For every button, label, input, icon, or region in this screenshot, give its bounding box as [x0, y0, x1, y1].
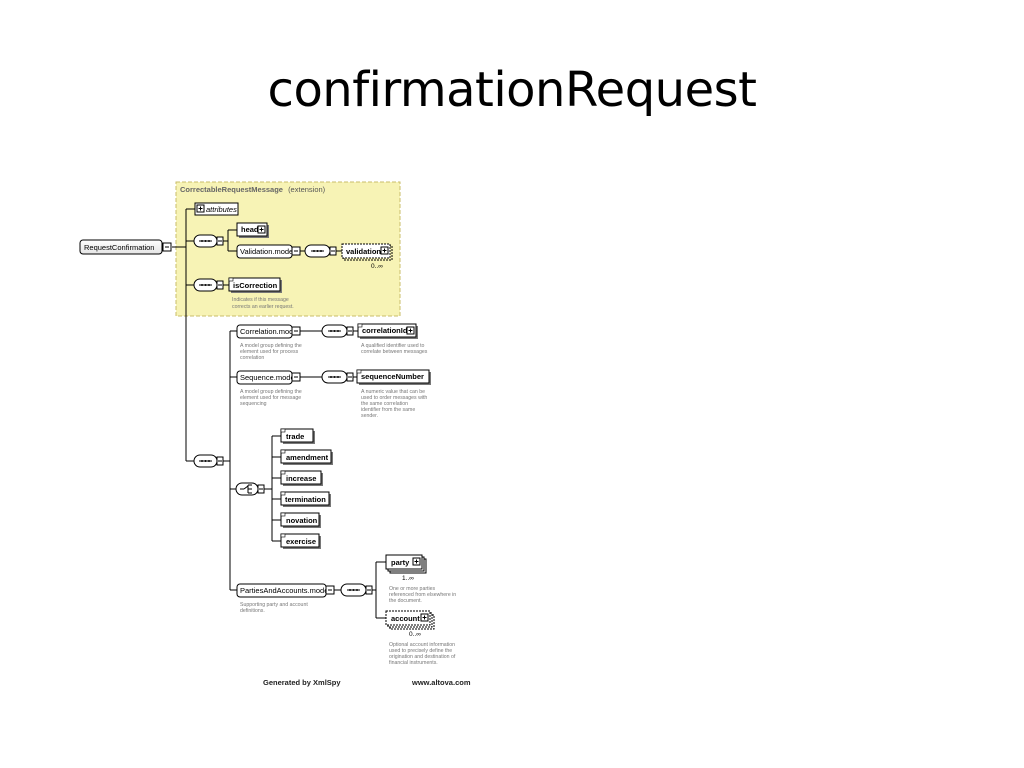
choice-item-exercise: exercise — [280, 533, 321, 549]
sequence-number-doc-4: identifier from the same — [361, 407, 415, 413]
party-doc-3: the document. — [389, 598, 422, 604]
sequence-compositor-5 — [321, 324, 354, 338]
attributes-node: attributes — [194, 202, 239, 216]
sequence-number-doc-1: A numeric value that can be — [361, 389, 425, 395]
header-element: header — [236, 222, 269, 238]
account-doc-1: Optional account information — [389, 642, 455, 648]
sequence-model-doc-1: A model group defining the — [240, 389, 302, 395]
extension-name: CorrectableRequestMessage — [180, 185, 283, 194]
sequence-model-doc-2: element used for message — [240, 395, 301, 401]
account-occurrence: 0..∞ — [409, 631, 421, 638]
correlation-model-label: Correlation.model — [240, 327, 300, 336]
choice-item-increase: increase — [280, 470, 323, 486]
sequence-number-label: sequenceNumber — [361, 372, 424, 381]
parties-model-doc-1: Supporting party and account — [240, 602, 308, 608]
sequence-number-element: sequenceNumber A numeric value that can … — [356, 369, 431, 419]
footer-generator: Generated by XmlSpy — [263, 678, 341, 687]
choice-item-termination: termination — [280, 491, 331, 507]
sequence-model-doc-3: sequencing — [240, 401, 267, 407]
extension-suffix: (extension) — [288, 185, 326, 194]
sequence-compositor-3 — [193, 454, 224, 468]
choice-item-label: termination — [285, 495, 326, 504]
correlation-model-doc-3: correlation — [240, 355, 264, 361]
slide-title: confirmationRequest — [267, 62, 757, 118]
validation-model-label: Validation.model — [240, 247, 295, 256]
choice-item-novation: novation — [280, 512, 321, 528]
sequence-compositor-7 — [340, 583, 373, 597]
sequence-compositor-1 — [193, 234, 224, 248]
svg-text:CorrectableRequestMessage: CorrectableRequestMessage (extension) — [180, 185, 326, 194]
choice-item-label: trade — [286, 432, 304, 441]
choice-item-amendment: amendment — [280, 449, 333, 465]
footer-url: www.altova.com — [411, 678, 471, 687]
validation-element: validation 0..∞ — [341, 243, 393, 270]
validation-label: validation — [346, 247, 381, 256]
account-doc-2: used to precisely define the — [389, 648, 452, 654]
correlation-model-doc-1: A model group defining the — [240, 343, 302, 349]
is-correction-label: isCorrection — [233, 281, 278, 290]
choice-item-label: exercise — [286, 537, 316, 546]
sequence-compositor-4 — [304, 244, 337, 258]
sequence-model-label: Sequence.model — [240, 373, 297, 382]
attributes-label: attributes — [206, 205, 237, 214]
header-label: header — [241, 225, 266, 234]
party-label: party — [391, 558, 410, 567]
sequence-compositor-6 — [321, 370, 354, 384]
parties-model-doc-2: definitions. — [240, 608, 265, 614]
parties-and-accounts-model-group: PartiesAndAccounts.model Supporting part… — [236, 583, 335, 614]
choice-item-trade: trade — [280, 428, 315, 444]
party-doc-2: referenced from elsewhere in — [389, 592, 456, 598]
is-correction-doc-1: Indicates if this message — [232, 297, 289, 303]
root-element: RequestConfirmation — [79, 239, 172, 255]
sequence-model-group: Sequence.model A model group defining th… — [236, 370, 302, 407]
party-occurrence: 1..∞ — [402, 575, 414, 582]
party-doc-1: One or more parties — [389, 586, 436, 592]
validation-model-group: Validation.model — [236, 244, 301, 259]
choice-item-label: amendment — [286, 453, 329, 462]
account-doc-3: origination and destination of — [389, 654, 456, 660]
correlation-id-doc-2: correlate between messages — [361, 349, 428, 355]
is-correction-element: isCorrection Indicates if this message c… — [228, 277, 294, 310]
party-element: party 1..∞ One or more parties reference… — [385, 554, 456, 604]
sequence-number-doc-5: sender. — [361, 413, 378, 419]
correlation-model-doc-2: element used for process — [240, 349, 299, 355]
is-correction-doc-2: corrects an earlier request. — [232, 304, 294, 310]
account-element: account 0..∞ Optional account informatio… — [385, 610, 456, 666]
parties-model-label: PartiesAndAccounts.model — [240, 586, 330, 595]
sequence-compositor-2 — [193, 278, 224, 292]
validation-occurrence: 0..∞ — [371, 263, 383, 270]
correlation-id-element: correlationId A qualified identifier use… — [357, 323, 428, 355]
choice-item-label: increase — [286, 474, 316, 483]
account-label: account — [391, 614, 420, 623]
correlation-id-doc-1: A qualified identifier used to — [361, 343, 425, 349]
correlation-model-group: Correlation.model A model group defining… — [236, 324, 302, 361]
sequence-number-doc-3: the same correlation — [361, 401, 408, 407]
choice-compositor — [235, 482, 265, 496]
root-label: RequestConfirmation — [84, 243, 154, 252]
choice-item-label: novation — [286, 516, 318, 525]
sequence-number-doc-2: used to order messages with — [361, 395, 427, 401]
account-doc-4: financial instruments. — [389, 660, 438, 666]
correlation-id-label: correlationId — [362, 326, 408, 335]
